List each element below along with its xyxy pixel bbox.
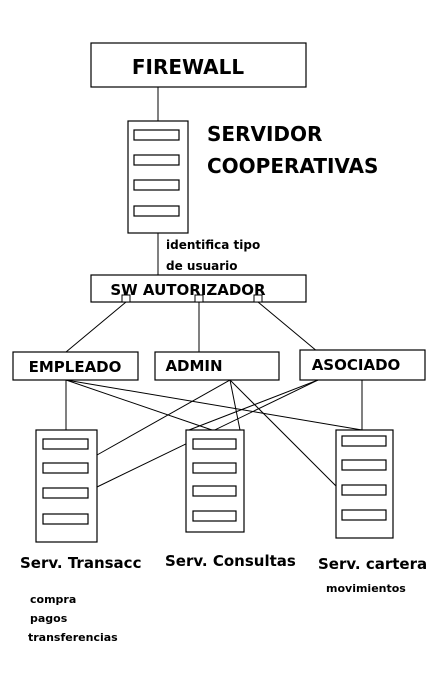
servidor-title-line2: COOPERATIVAS [207,154,378,178]
serv-transacc-item: pagos [30,612,68,625]
serv-cartera-label: Serv. cartera [318,555,427,573]
link-autorizador-asociado [257,301,319,353]
empleado-box [12,351,139,381]
port-admin [194,294,204,303]
servidor-cooperativas-icon [127,120,189,234]
serv-transacc-icon [35,429,98,543]
link-empleado-cartera [65,379,363,431]
admin-label: ADMIN [165,357,222,375]
port-empleado [121,294,131,303]
asociado-box [299,349,426,381]
link-admin-transacc [96,379,231,456]
firewall-label: FIREWALL [132,55,245,79]
servidor-title-line1: SERVIDOR [207,122,322,146]
serv-cartera-icon [335,429,394,539]
link-admin-consultas [229,379,241,431]
autorizador-ports [121,294,263,303]
link-admin-cartera [229,379,337,487]
serv-transacc-item: transferencias [28,631,118,644]
firewall-box [90,42,307,88]
serv-transacc-label: Serv. Transacc [20,554,141,572]
serv-consultas-icon [185,429,245,533]
empleado-label: EMPLEADO [29,358,122,376]
link-asociado-consultas [188,379,319,431]
link-empleado-consultas [65,379,213,431]
autorizador-label: SW AUTORIZADOR [110,281,266,299]
port-asociado [253,294,263,303]
serv-consultas-label: Serv. Consultas [165,552,296,570]
asociado-label: ASOCIADO [312,356,401,374]
serv-cartera-sub: movimientos [326,582,406,595]
annotation-line1: identifica tipo [166,238,260,252]
connector-lines [65,87,363,488]
serv-transacc-item: compra [30,593,76,606]
link-autorizador-empleado [65,301,127,353]
annotation-line2: de usuario [166,259,238,273]
admin-box [154,351,280,381]
